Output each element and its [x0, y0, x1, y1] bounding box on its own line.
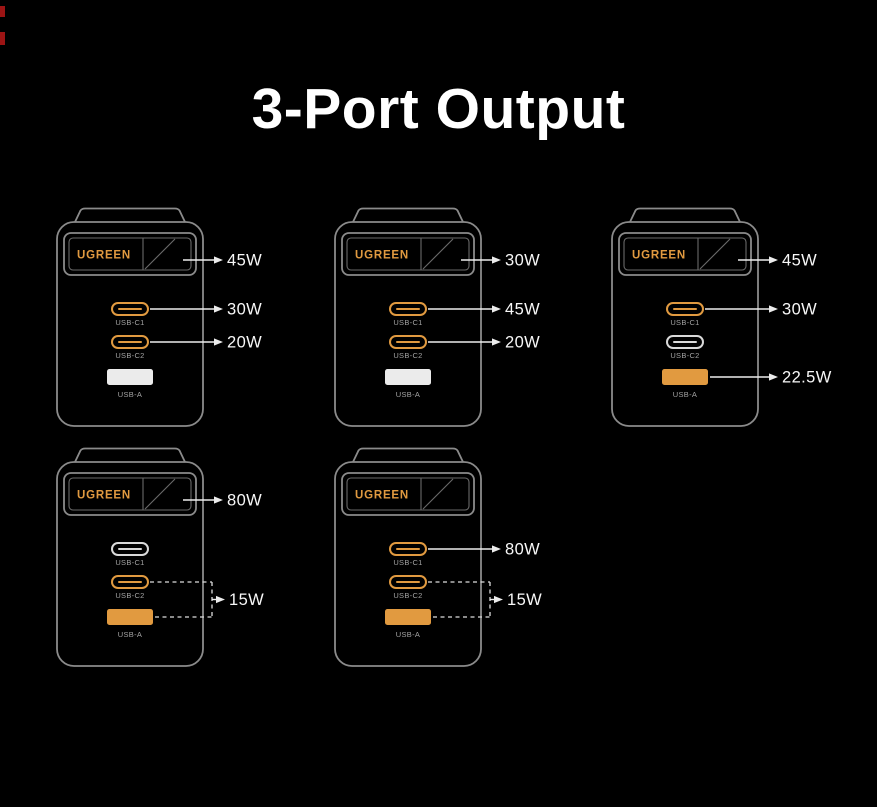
usb-a-port	[385, 609, 431, 625]
usb-c1-callout-value: 30W	[227, 301, 262, 319]
usb-a-label: USB-A	[118, 630, 142, 639]
display-inner-frame	[623, 237, 747, 271]
usb-c2-callout-value: 20W	[227, 334, 262, 352]
usb-a-callout-arrow	[769, 373, 778, 381]
charger-top-outline	[74, 447, 186, 463]
usb-c2-callout-arrow	[214, 338, 223, 346]
brand-label: UGREEN	[632, 250, 686, 262]
usb-c1-callout-arrow	[769, 305, 778, 313]
group-callout-value: 15W	[507, 591, 542, 609]
display-panel	[341, 472, 475, 516]
usb-c2-label: USB-C2	[115, 591, 144, 600]
usb-c2-label: USB-C2	[670, 351, 699, 360]
display-callout-value: 30W	[505, 252, 540, 270]
usb-c1-port	[666, 302, 704, 316]
charger-body-outline	[611, 221, 759, 427]
charger-diagram-2: UGREEN USB-C1 USB-C2 USB-A 30W 45W 20W	[333, 206, 595, 443]
display-callout-value: 80W	[227, 492, 262, 510]
usb-c1-callout-arrow	[492, 545, 501, 553]
display-callout-value: 45W	[782, 252, 817, 270]
display-plug-diagonal	[144, 478, 176, 510]
display-plug-diagonal	[422, 238, 454, 270]
charger-body-outline	[334, 461, 482, 667]
display-callout-arrow	[492, 256, 501, 264]
display-callout-arrow	[214, 496, 223, 504]
usb-c1-label: USB-C1	[393, 318, 422, 327]
brand-label: UGREEN	[77, 490, 131, 502]
display-panel	[63, 232, 197, 276]
usb-c1-callout-arrow	[492, 305, 501, 313]
charger-top-outline	[352, 447, 464, 463]
charger-body-outline	[334, 221, 482, 427]
charger-diagram-1: UGREEN USB-C1 USB-C2 USB-A 45W 30W 20W	[55, 206, 317, 443]
usb-a-label: USB-A	[396, 630, 420, 639]
usb-a-port	[662, 369, 708, 385]
charger-diagram-5: UGREEN USB-C1 USB-C2 USB-A 80W 15W	[333, 446, 595, 683]
usb-c1-callout-value: 45W	[505, 301, 540, 319]
page-title: 3-Port Output	[251, 77, 626, 141]
usb-c2-port	[389, 335, 427, 349]
group-callout-value: 15W	[229, 591, 264, 609]
usb-c2-label: USB-C2	[115, 351, 144, 360]
usb-a-port	[107, 369, 153, 385]
usb-c2-port	[666, 335, 704, 349]
display-panel	[63, 472, 197, 516]
charger-body-outline	[56, 221, 204, 427]
brand-label: UGREEN	[355, 490, 409, 502]
usb-c1-label: USB-C1	[115, 318, 144, 327]
usb-c1-label: USB-C1	[670, 318, 699, 327]
screen-artifact-mark	[0, 6, 5, 17]
display-inner-frame	[68, 477, 192, 511]
charger-top-outline	[352, 207, 464, 223]
usb-c2-port	[111, 335, 149, 349]
usb-c1-callout-value: 30W	[782, 301, 817, 319]
display-callout-arrow	[214, 256, 223, 264]
display-inner-frame	[346, 477, 470, 511]
usb-c2-callout-value: 20W	[505, 334, 540, 352]
charger-diagram-4: UGREEN USB-C1 USB-C2 USB-A 80W 15W	[55, 446, 317, 683]
brand-label: UGREEN	[355, 250, 409, 262]
usb-c1-port	[389, 302, 427, 316]
usb-c1-port	[111, 542, 149, 556]
brand-label: UGREEN	[77, 250, 131, 262]
display-callout-value: 45W	[227, 252, 262, 270]
charger-top-outline	[629, 207, 741, 223]
display-plug-diagonal	[422, 478, 454, 510]
usb-c1-callout-value: 80W	[505, 541, 540, 559]
display-plug-diagonal	[144, 238, 176, 270]
group-callout-arrow	[494, 595, 503, 604]
usb-c1-label: USB-C1	[393, 558, 422, 567]
usb-c2-port	[111, 575, 149, 589]
charger-top-outline	[74, 207, 186, 223]
usb-c1-port	[111, 302, 149, 316]
usb-c1-label: USB-C1	[115, 558, 144, 567]
display-callout-arrow	[769, 256, 778, 264]
group-callout-arrow	[216, 595, 225, 604]
display-plug-diagonal	[699, 238, 731, 270]
usb-a-port	[385, 369, 431, 385]
usb-c1-port	[389, 542, 427, 556]
display-panel	[618, 232, 752, 276]
usb-a-label: USB-A	[673, 390, 697, 399]
display-panel	[341, 232, 475, 276]
usb-a-label: USB-A	[118, 390, 142, 399]
usb-c1-callout-arrow	[214, 305, 223, 313]
screen-artifact-mark	[0, 32, 5, 45]
usb-c2-label: USB-C2	[393, 351, 422, 360]
usb-c2-port	[389, 575, 427, 589]
usb-c2-callout-arrow	[492, 338, 501, 346]
charger-diagram-3: UGREEN USB-C1 USB-C2 USB-A 45W 30W 22.5W	[610, 206, 872, 443]
usb-a-label: USB-A	[396, 390, 420, 399]
charger-body-outline	[56, 461, 204, 667]
display-inner-frame	[346, 237, 470, 271]
display-inner-frame	[68, 237, 192, 271]
usb-a-port	[107, 609, 153, 625]
usb-a-callout-value: 22.5W	[782, 369, 832, 387]
usb-c2-label: USB-C2	[393, 591, 422, 600]
